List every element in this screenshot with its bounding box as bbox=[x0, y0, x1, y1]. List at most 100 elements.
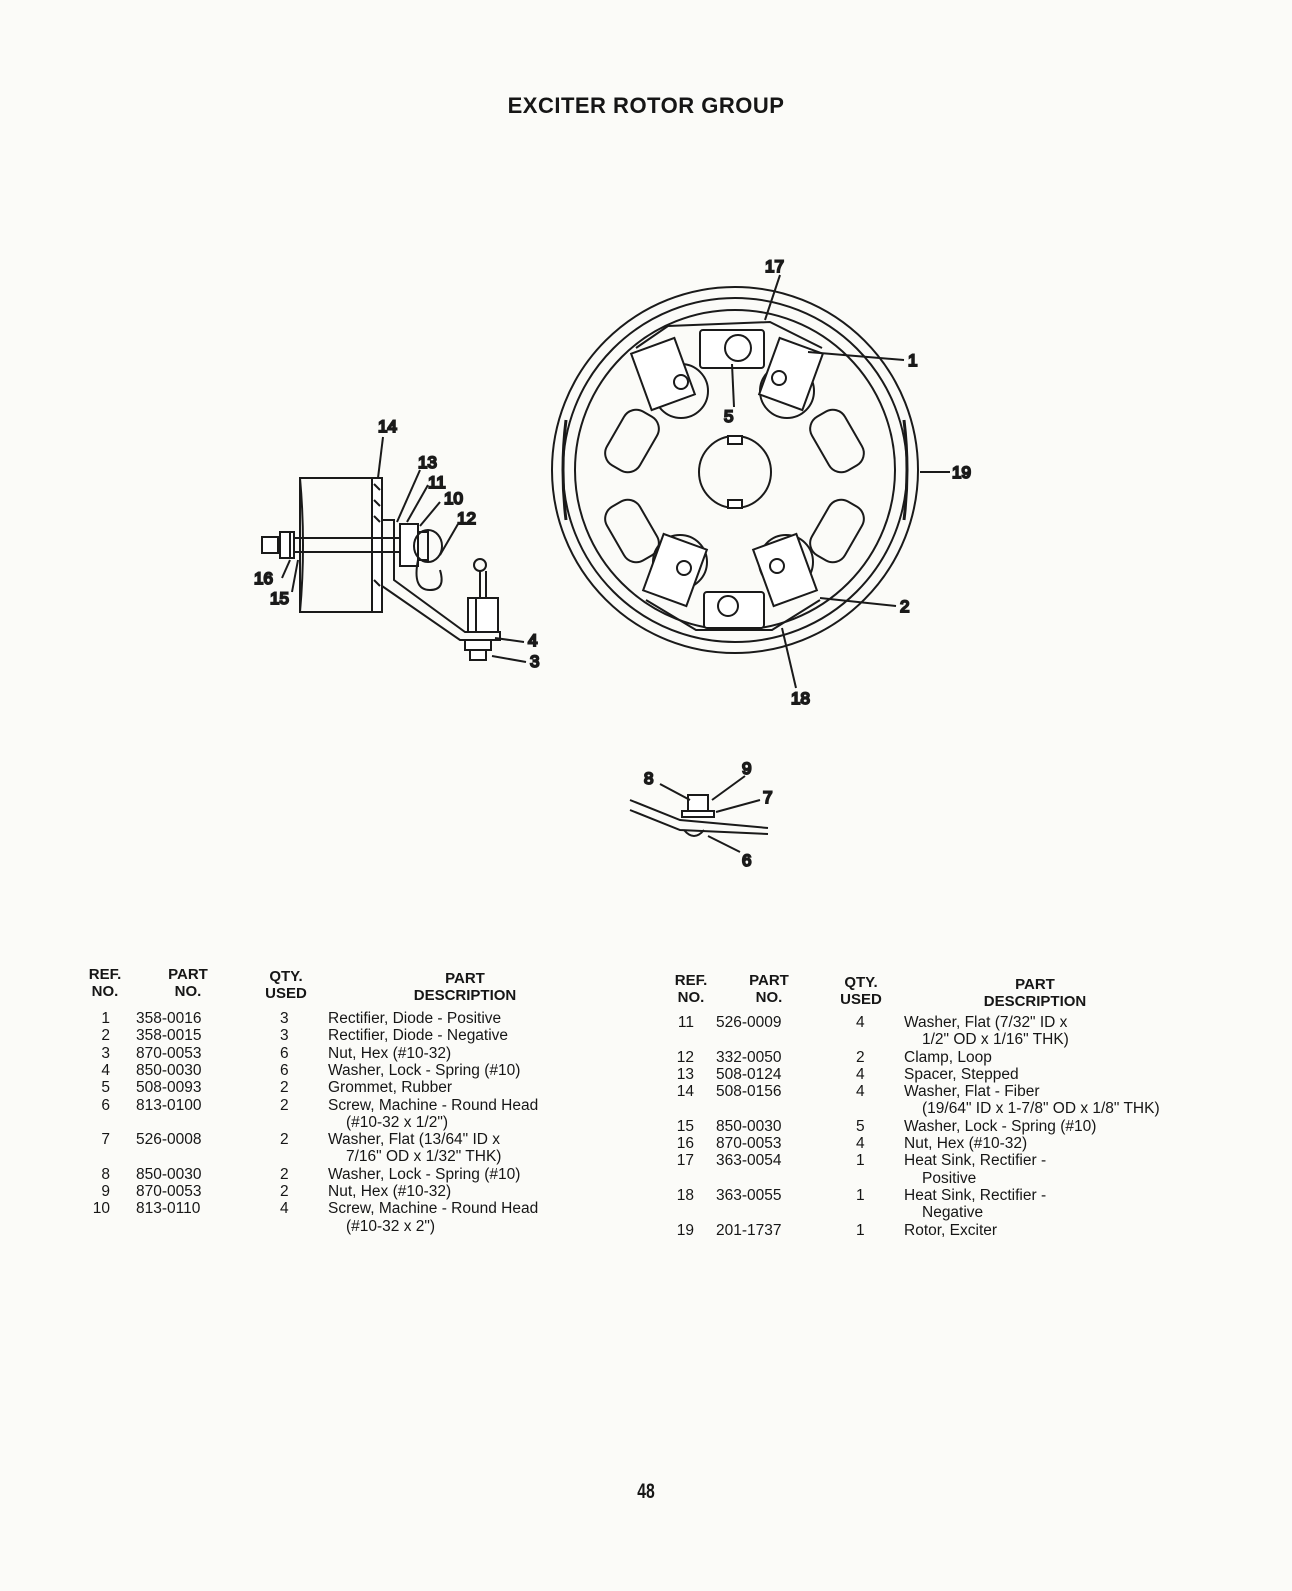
callout-11: 11 bbox=[428, 473, 446, 492]
callout-7: 7 bbox=[763, 788, 772, 807]
header-qty: QTY.USED bbox=[258, 968, 314, 1002]
ref-no: 17 bbox=[676, 1152, 694, 1170]
ref-no: 9 bbox=[101, 1183, 110, 1200]
qty-used: 3 bbox=[280, 1027, 289, 1045]
ref-no: 11 bbox=[677, 1014, 694, 1031]
part-no: 508-0156 bbox=[716, 1083, 782, 1101]
callout-18: 18 bbox=[791, 689, 810, 708]
header-desc-line1: PART bbox=[1015, 976, 1055, 993]
header-qty: QTY.USED bbox=[832, 974, 890, 1008]
header-ref: REF.NO. bbox=[80, 966, 130, 1000]
description-line: (#10-32 x 1/2") bbox=[346, 1113, 448, 1131]
qty-used: 6 bbox=[280, 1044, 289, 1062]
ref-no: 19 bbox=[676, 1221, 694, 1239]
header-ref-line1: REF. bbox=[674, 972, 708, 989]
header-ref-line2: NO. bbox=[677, 989, 705, 1006]
callout-13: 13 bbox=[418, 453, 437, 472]
qty-used: 2 bbox=[280, 1183, 289, 1200]
callout-2: 2 bbox=[900, 597, 909, 616]
callout-14: 14 bbox=[378, 417, 397, 436]
ref-no: 3 bbox=[101, 1044, 110, 1062]
header-qty-line2: USED bbox=[840, 991, 882, 1008]
part-description: Heat Sink, Rectifier -Positive bbox=[904, 1152, 1046, 1187]
part-description: Nut, Hex (#10-32) bbox=[904, 1135, 1027, 1152]
part-description: Washer, Flat - Fiber(19/64" ID x 1-7/8" … bbox=[904, 1083, 1160, 1118]
description-line: Washer, Flat (7/32" ID x bbox=[904, 1014, 1068, 1031]
header-ref-line1: REF. bbox=[88, 966, 122, 983]
part-no: 358-0016 bbox=[136, 1010, 202, 1027]
callout-5: 5 bbox=[724, 407, 733, 426]
description-line: Clamp, Loop bbox=[904, 1048, 992, 1066]
part-no: 850-0030 bbox=[136, 1061, 202, 1079]
qty-used: 2 bbox=[280, 1131, 289, 1149]
part-description: Nut, Hex (#10-32) bbox=[328, 1045, 451, 1062]
description-line: Negative bbox=[922, 1204, 984, 1222]
fastener-detail-view: 8 9 7 6 bbox=[629, 758, 773, 871]
description-line: Nut, Hex (#10-32) bbox=[328, 1183, 452, 1200]
description-line: Positive bbox=[922, 1169, 977, 1187]
part-description: Rectifier, Diode - Positive bbox=[328, 1010, 501, 1027]
part-no: 850-0030 bbox=[136, 1165, 202, 1183]
part-description: Heat Sink, Rectifier -Negative bbox=[904, 1187, 1046, 1222]
qty-used: 2 bbox=[856, 1048, 865, 1066]
qty-used: 4 bbox=[856, 1014, 865, 1031]
qty-used: 6 bbox=[280, 1061, 289, 1079]
qty-used: 1 bbox=[856, 1221, 865, 1239]
description-line: Washer, Lock - Spring (#10) bbox=[904, 1117, 1097, 1135]
page-title: EXCITER ROTOR GROUP bbox=[507, 93, 785, 118]
part-description: Rectifier, Diode - Negative bbox=[328, 1027, 508, 1044]
ref-no: 10 bbox=[92, 1200, 110, 1218]
ref-no: 2 bbox=[101, 1027, 110, 1045]
qty-used: 3 bbox=[280, 1010, 289, 1027]
description-line: Nut, Hex (#10-32) bbox=[904, 1135, 1028, 1153]
callout-17: 17 bbox=[765, 257, 784, 276]
callout-1: 1 bbox=[908, 351, 917, 370]
part-no: 508-0093 bbox=[136, 1079, 202, 1097]
header-part-line1: PART bbox=[749, 972, 789, 989]
ref-no: 1 bbox=[101, 1010, 110, 1027]
description-line: 1/2" OD x 1/16" THK) bbox=[922, 1031, 1069, 1049]
part-no: 363-0055 bbox=[716, 1187, 782, 1204]
callout-15: 15 bbox=[270, 589, 289, 608]
part-description: Washer, Lock - Spring (#10) bbox=[328, 1166, 520, 1183]
description-line: (#10-32 x 2") bbox=[346, 1217, 436, 1235]
description-line: 7/16" OD x 1/32" THK) bbox=[346, 1148, 502, 1166]
qty-used: 2 bbox=[280, 1165, 289, 1183]
header-qty-line2: USED bbox=[265, 985, 307, 1002]
part-description: Screw, Machine - Round Head(#10-32 x 2") bbox=[328, 1200, 538, 1235]
header-part-line1: PART bbox=[168, 966, 208, 983]
part-description: Screw, Machine - Round Head(#10-32 x 1/2… bbox=[328, 1097, 538, 1132]
callout-16: 16 bbox=[254, 569, 273, 588]
callout-8: 8 bbox=[644, 769, 653, 788]
part-no: 332-0050 bbox=[716, 1048, 782, 1066]
part-no: 201-1737 bbox=[716, 1221, 782, 1239]
description-line: Washer, Lock - Spring (#10) bbox=[328, 1061, 521, 1079]
ref-no: 18 bbox=[676, 1187, 694, 1204]
header-ref-line2: NO. bbox=[91, 983, 119, 1000]
description-line: (19/64" ID x 1-7/8" OD x 1/8" THK) bbox=[922, 1100, 1160, 1118]
callout-3: 3 bbox=[530, 652, 539, 671]
qty-used: 2 bbox=[280, 1096, 289, 1114]
description-line: Screw, Machine - Round Head bbox=[328, 1096, 539, 1114]
callout-6: 6 bbox=[742, 851, 751, 870]
part-no: 526-0009 bbox=[716, 1014, 782, 1031]
description-line: Rectifier, Diode - Positive bbox=[328, 1010, 502, 1027]
header-desc-line1: PART bbox=[445, 970, 485, 987]
part-description: Nut, Hex (#10-32) bbox=[328, 1183, 451, 1200]
ref-no: 4 bbox=[101, 1061, 110, 1079]
qty-used: 1 bbox=[856, 1152, 865, 1170]
qty-used: 1 bbox=[856, 1187, 865, 1204]
qty-used: 2 bbox=[280, 1079, 289, 1097]
ref-no: 6 bbox=[101, 1096, 110, 1114]
description-line: Washer, Lock - Spring (#10) bbox=[328, 1165, 521, 1183]
part-description: Rotor, Exciter bbox=[904, 1222, 997, 1239]
ref-no: 15 bbox=[676, 1117, 694, 1135]
part-description: Grommet, Rubber bbox=[328, 1079, 452, 1096]
page-number: 48 bbox=[637, 1480, 655, 1503]
qty-used: 4 bbox=[856, 1083, 865, 1101]
